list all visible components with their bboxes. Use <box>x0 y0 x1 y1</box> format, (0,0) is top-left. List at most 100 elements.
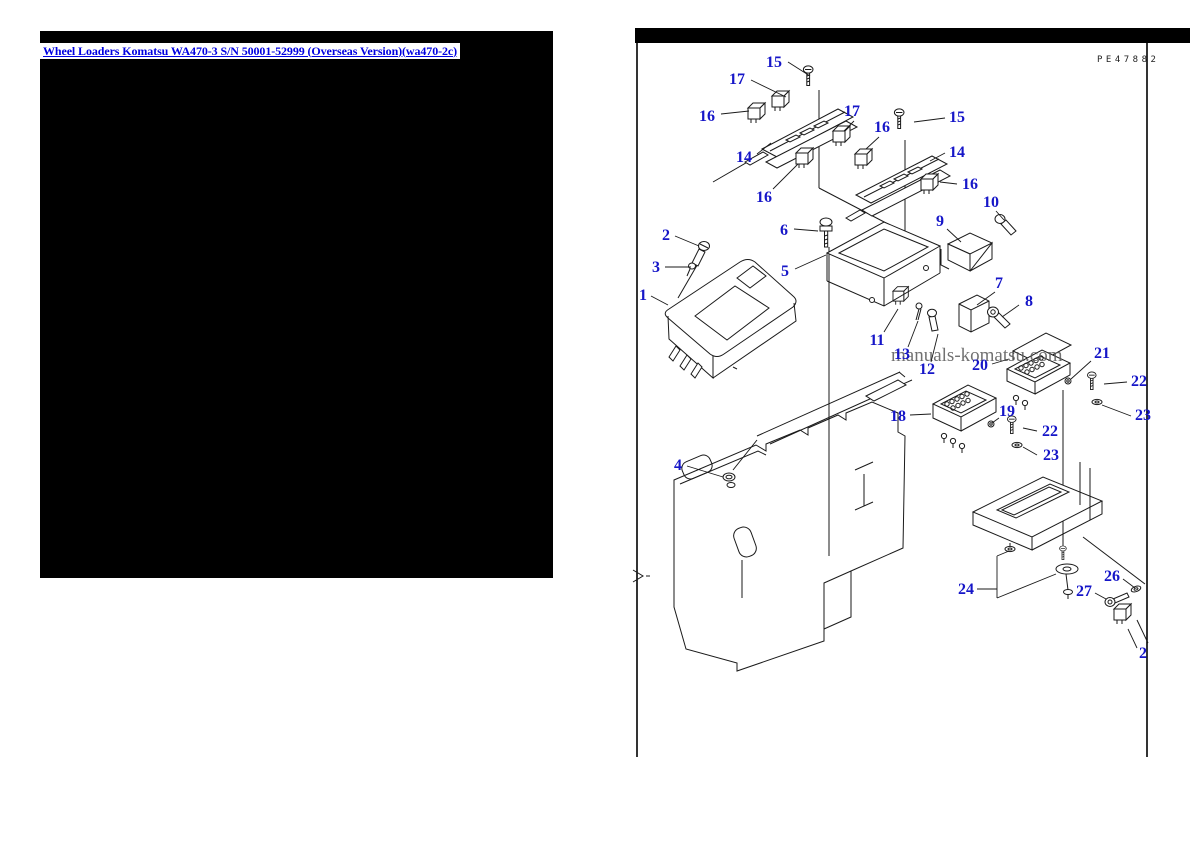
relay-17b <box>832 125 851 147</box>
relay-25 <box>1113 603 1132 625</box>
label-leader-line <box>1127 628 1138 649</box>
label-leader-line <box>750 79 787 98</box>
part-number-label: 1 <box>639 287 647 304</box>
label-leader-line <box>946 228 962 243</box>
label-leader-line <box>1001 304 1020 318</box>
label-leader-line <box>772 163 799 190</box>
bolt-27 <box>1104 592 1130 607</box>
part-number-label: 16 <box>756 189 772 206</box>
screw-22a <box>1087 371 1097 390</box>
parts-book-thumbnail[interactable]: Wheel Loaders Komatsu WA470-3 S/N 50001-… <box>40 31 553 578</box>
label-leader-line <box>1022 427 1038 432</box>
part-number-label: 23 <box>1135 407 1151 424</box>
label-leader-line <box>913 117 946 123</box>
part-number-label: 16 <box>874 119 890 136</box>
part-number-label: 19 <box>999 403 1015 420</box>
part-number-label: 4 <box>674 457 682 474</box>
part-number-label: 9 <box>936 213 944 230</box>
relay-16b <box>795 147 814 169</box>
washer-23a <box>1091 398 1103 406</box>
part-number-label: 22 <box>1042 423 1058 440</box>
grommet-4 <box>722 472 736 488</box>
part-number-label: 14 <box>736 149 752 166</box>
tray <box>971 462 1104 553</box>
relay-9 <box>940 232 994 272</box>
screw-15b <box>893 108 905 129</box>
part-number-label: 21 <box>1094 345 1110 362</box>
console-body <box>673 401 906 672</box>
label-leader-line <box>787 61 811 77</box>
part-number-label: 26 <box>1104 568 1120 585</box>
relay-16d <box>920 173 939 195</box>
label-leader-line <box>939 181 958 185</box>
box-7 <box>958 294 990 333</box>
label-leader-line <box>1022 446 1038 456</box>
parts-book-link[interactable]: Wheel Loaders Komatsu WA470-3 S/N 50001-… <box>43 43 458 58</box>
label-leader-line <box>1070 360 1092 380</box>
label-leader-line <box>756 142 772 155</box>
figure-top-bar <box>635 28 1190 43</box>
label-leader-line <box>909 413 932 416</box>
label-leader-line <box>995 210 1005 221</box>
part-number-label: 12 <box>919 361 935 378</box>
part-number-label: 17 <box>729 71 745 88</box>
label-leader-line <box>907 320 919 348</box>
screw-13 <box>915 302 923 321</box>
label-leader-line <box>1101 404 1132 417</box>
label-leader-line <box>720 110 750 115</box>
link-strip: Wheel Loaders Komatsu WA470-3 S/N 50001-… <box>40 43 460 59</box>
part-number-label: 24 <box>958 581 974 598</box>
label-leader-line <box>991 358 1010 365</box>
screw-2 <box>691 241 710 267</box>
part-number-label: 2 <box>1139 645 1147 662</box>
screw-15a <box>802 65 814 86</box>
part-number-label: 16 <box>699 108 715 125</box>
part-number-label: 8 <box>1025 293 1033 310</box>
label-leader-line <box>674 235 700 247</box>
part-number-label: 15 <box>949 109 965 126</box>
bolt-10 <box>994 214 1017 236</box>
bolt-assembly-24 <box>978 545 1079 599</box>
bolt-12 <box>927 308 939 332</box>
label-leader-line <box>1094 592 1107 600</box>
label-leader-line <box>650 295 669 306</box>
label-leader-line <box>865 136 880 150</box>
part-number-label: 10 <box>983 194 999 211</box>
part-number-label: 3 <box>652 259 660 276</box>
part-number-label: 27 <box>1076 583 1092 600</box>
label-leader-line <box>843 120 855 132</box>
relay-16a <box>747 102 766 124</box>
part-number-label: 20 <box>972 357 988 374</box>
label-leader-line <box>930 333 939 363</box>
part-number-label: 18 <box>890 408 906 425</box>
part-number-label: 23 <box>1043 447 1059 464</box>
label-leader-line <box>976 291 996 306</box>
washer-23b <box>1011 441 1023 449</box>
part-number-label: 14 <box>949 144 965 161</box>
part-number-label: 2 <box>662 227 670 244</box>
figure-code: PE47882 <box>1097 55 1159 65</box>
monitor-panel-1 <box>664 259 797 380</box>
label-leader-line <box>794 254 827 270</box>
label-leader-line <box>686 465 724 478</box>
part-number-label: 11 <box>869 332 884 349</box>
edge-mark <box>632 569 650 583</box>
part-number-label: 5 <box>781 263 789 280</box>
label-leader-line <box>793 228 819 232</box>
label-leader-line <box>883 308 899 333</box>
bracket-5 <box>825 221 942 307</box>
part-number-label: 16 <box>962 176 978 193</box>
label-leader-line <box>1103 381 1128 385</box>
part-number-label: 13 <box>894 346 910 363</box>
label-leader-line <box>991 417 1000 424</box>
part-number-label: 22 <box>1131 373 1147 390</box>
part-number-label: 17 <box>844 103 860 120</box>
fuse-box-18 <box>931 384 998 454</box>
label-leader-line <box>1122 578 1136 589</box>
screw-6 <box>819 217 833 248</box>
deck-lines <box>732 371 913 471</box>
part-number-label: 7 <box>995 275 1003 292</box>
bolt-8 <box>987 306 1011 329</box>
label-leader-line <box>929 152 946 162</box>
